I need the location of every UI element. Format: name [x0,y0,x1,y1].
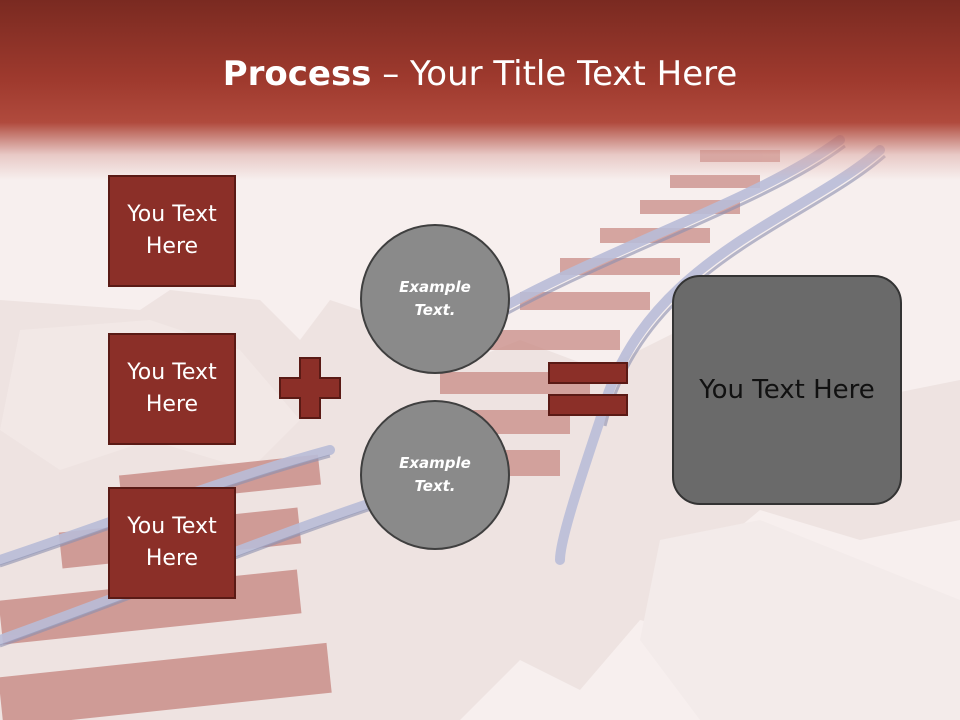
text-box-1-label: You Text Here [127,199,216,263]
header-banner [0,0,960,180]
example-circle-2-line2: Text. [414,477,456,495]
text-box-2-line1: You Text [127,360,217,385]
result-label: You Text Here [699,375,875,405]
result-box[interactable]: You Text Here [672,275,902,505]
example-circle-2-label: Example Text. [399,452,471,498]
slide-title: Process – Your Title Text Here [0,50,960,98]
title-bold: Process [222,54,372,94]
example-circle-1-line1: Example [399,278,471,296]
text-box-1[interactable]: You Text Here [108,175,236,287]
example-circle-1-line2: Text. [414,301,456,319]
plus-icon [279,357,341,419]
title-rest: – Your Title Text Here [371,54,738,94]
text-box-2-line2: Here [145,392,199,417]
equals-icon [548,362,628,416]
example-circle-1-label: Example Text. [399,276,471,322]
text-box-3-label: You Text Here [127,511,216,575]
text-box-1-line2: Here [145,234,199,259]
example-circle-1[interactable]: Example Text. [360,224,510,374]
text-box-3[interactable]: You Text Here [108,487,236,599]
text-box-3-line2: Here [145,546,199,571]
example-circle-2-line1: Example [399,454,471,472]
text-box-1-line1: You Text [127,202,217,227]
example-circle-2[interactable]: Example Text. [360,400,510,550]
text-box-2-label: You Text Here [127,357,216,421]
text-box-3-line1: You Text [127,514,217,539]
text-box-2[interactable]: You Text Here [108,333,236,445]
